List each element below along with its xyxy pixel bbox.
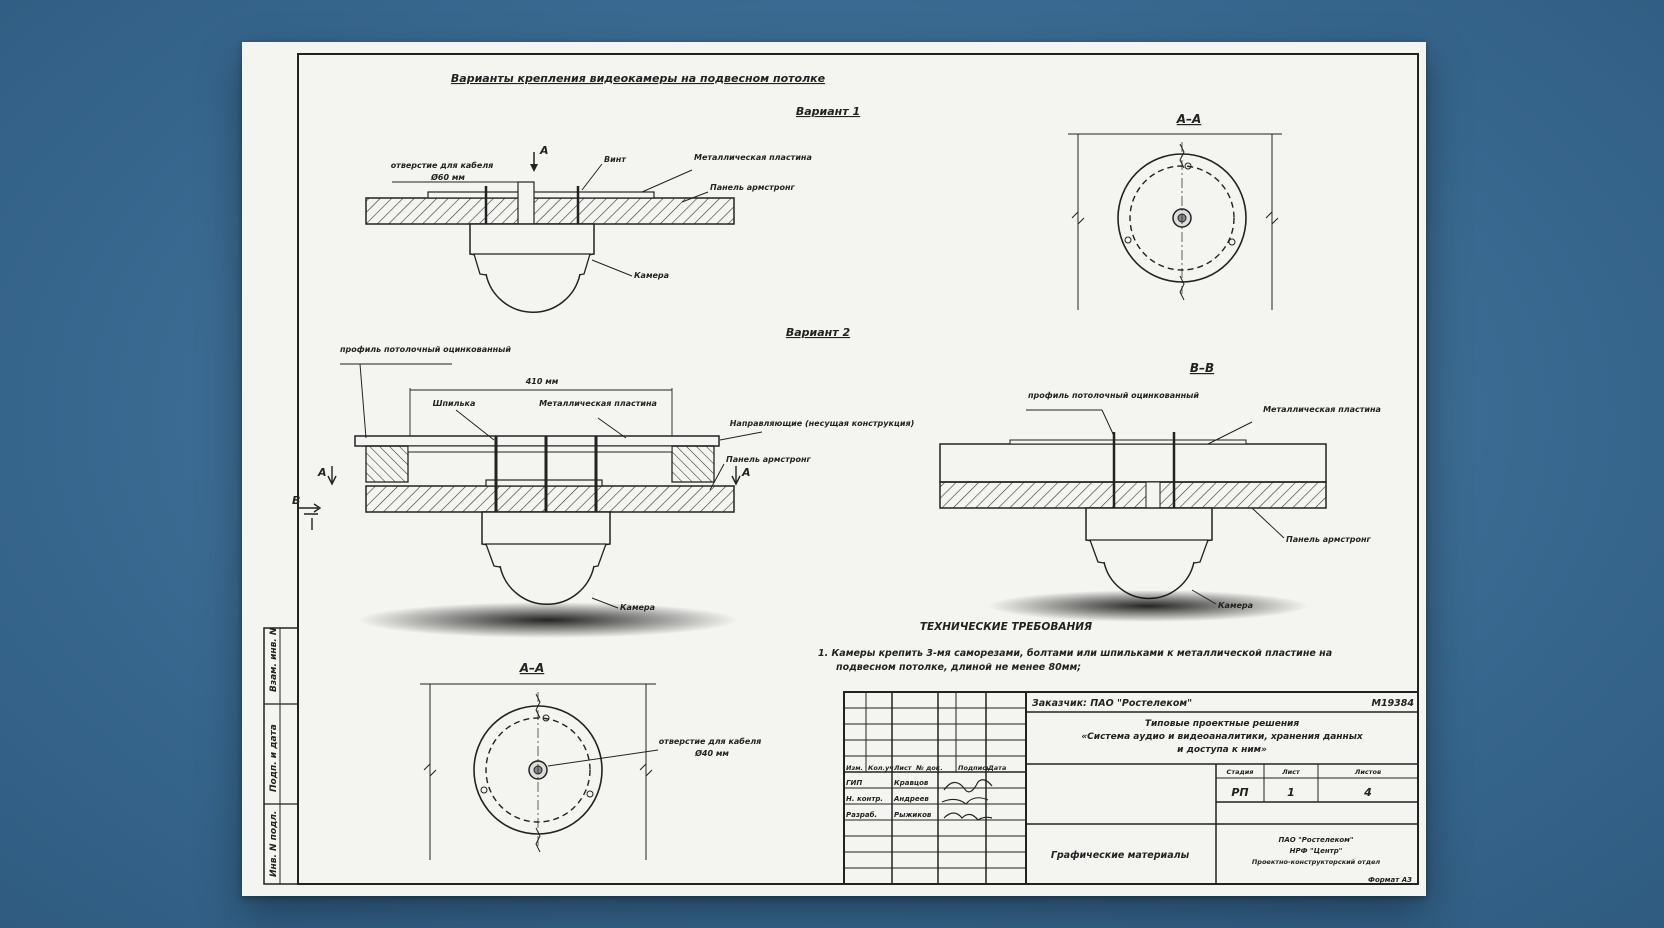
section-aa-bottom-hole-label: отверстие для кабеля xyxy=(659,736,762,746)
col-header-0: Изм. xyxy=(846,764,863,772)
customer-label: Заказчик: ПАО "Ростелеком" xyxy=(1032,698,1192,709)
variant1-heading: Вариант 1 xyxy=(796,105,860,118)
col-header-4: Подпись xyxy=(958,764,990,772)
doc-number: M19384 xyxy=(1371,698,1414,709)
side-stamp-box xyxy=(263,627,299,885)
section-bb-profile-label: профиль потолочный оцинкованный xyxy=(1028,391,1199,400)
variant1-drawing xyxy=(365,152,735,313)
section-aa-top-drawing xyxy=(1068,133,1282,310)
sheets-value: 4 xyxy=(1363,786,1372,799)
drawing-canvas: Взам. инв. N Подп. и дата Инв. N подл. В… xyxy=(263,53,1419,885)
org-line3: Проектно-конструкторский отдел xyxy=(1252,858,1381,866)
variant2-profile-label: профиль потолочный оцинкованный xyxy=(340,345,511,354)
section-bb-heading: B–B xyxy=(1190,361,1214,375)
variant2-heading: Вариант 2 xyxy=(786,326,851,339)
section-bb-plate-label: Металлическая пластина xyxy=(1263,405,1381,414)
drawing-name: Графические материалы xyxy=(1051,850,1190,861)
variant1-section-arrow: A xyxy=(539,144,549,157)
row-1-role: Н. контр. xyxy=(846,795,883,803)
project-line1: Типовые проектные решения xyxy=(1145,719,1300,729)
variant2-width: 410 мм xyxy=(525,377,559,386)
sheets-header: Листов xyxy=(1354,768,1381,776)
variant2-stud-label: Шпилька xyxy=(433,399,476,408)
org-line2: НРФ "Центр" xyxy=(1290,847,1343,855)
org-line1: ПАО "Ростелеком" xyxy=(1278,836,1353,844)
sheet-header: Лист xyxy=(1281,768,1301,776)
variant1-plate-label: Металлическая пластина xyxy=(694,153,812,162)
stage-value: РП xyxy=(1231,786,1248,799)
variant1-panel-label: Панель армстронг xyxy=(710,183,796,192)
variant2-camera-label: Камера xyxy=(620,603,655,612)
section-aa-top-heading: A–A xyxy=(1176,112,1202,126)
tech-item1-line2: подвесном потолке, длиной не менее 80мм; xyxy=(836,662,1081,673)
tech-item1-line1: 1. Камеры крепить 3-мя саморезами, болта… xyxy=(818,648,1332,659)
variant2-drawing xyxy=(298,388,741,638)
format-label: Формат А3 xyxy=(1368,876,1412,884)
section-aa-bottom-hole-size: Ø40 мм xyxy=(694,748,729,758)
variant2-guide-label: Направляющие (несущая конструкция) xyxy=(730,419,915,428)
section-bb-drawing xyxy=(939,432,1327,622)
section-bb-camera-label: Камера xyxy=(1218,601,1253,610)
section-aa-bottom-drawing xyxy=(420,683,659,860)
variant2-plate-label: Металлическая пластина xyxy=(539,399,657,408)
variant1-camera-label: Камера xyxy=(634,271,669,280)
variant1-screw-label: Винт xyxy=(604,155,627,164)
variant1-hole-size: Ø60 мм xyxy=(430,172,465,182)
row-2-role: Разраб. xyxy=(846,811,877,819)
sheet-title: Варианты крепления видеокамеры на подвес… xyxy=(451,72,826,85)
section-bb-panel-label: Панель армстронг xyxy=(1286,535,1372,544)
section-aa-bottom-heading: A–A xyxy=(519,661,545,675)
project-line2: «Система аудио и видеоаналитики, хранени… xyxy=(1081,732,1364,742)
row-0-name: Кравцов xyxy=(894,779,929,787)
row-2-name: Рыжиков xyxy=(894,811,932,819)
col-header-1: Кол.уч xyxy=(868,764,894,772)
col-header-2: Лист xyxy=(893,764,913,772)
stage-header: Стадия xyxy=(1227,768,1254,776)
variant2-panel-label: Панель армстронг xyxy=(726,455,812,464)
row-1-name: Андреев xyxy=(893,795,929,803)
variant2-arrow-b: B xyxy=(292,494,300,507)
title-block xyxy=(843,691,1419,885)
drawing-sheet: Взам. инв. N Подп. и дата Инв. N подл. В… xyxy=(242,42,1426,896)
variant2-arrow-a-right: A xyxy=(741,466,751,479)
col-header-3: № док. xyxy=(915,764,943,772)
side-stamp-1: Взам. инв. N xyxy=(269,627,279,692)
side-stamp-3: Инв. N подл. xyxy=(269,811,279,877)
variant2-arrow-a-left: A xyxy=(317,466,327,479)
col-header-5: Дата xyxy=(987,764,1006,772)
variant1-hole-label: отверстие для кабеля xyxy=(391,160,494,170)
tech-heading: ТЕХНИЧЕСКИЕ ТРЕБОВАНИЯ xyxy=(920,621,1092,633)
project-line3: и доступа к ним» xyxy=(1177,745,1267,755)
sheet-value: 1 xyxy=(1287,786,1295,799)
row-0-role: ГИП xyxy=(846,779,862,787)
side-stamp-2: Подп. и дата xyxy=(269,724,279,792)
